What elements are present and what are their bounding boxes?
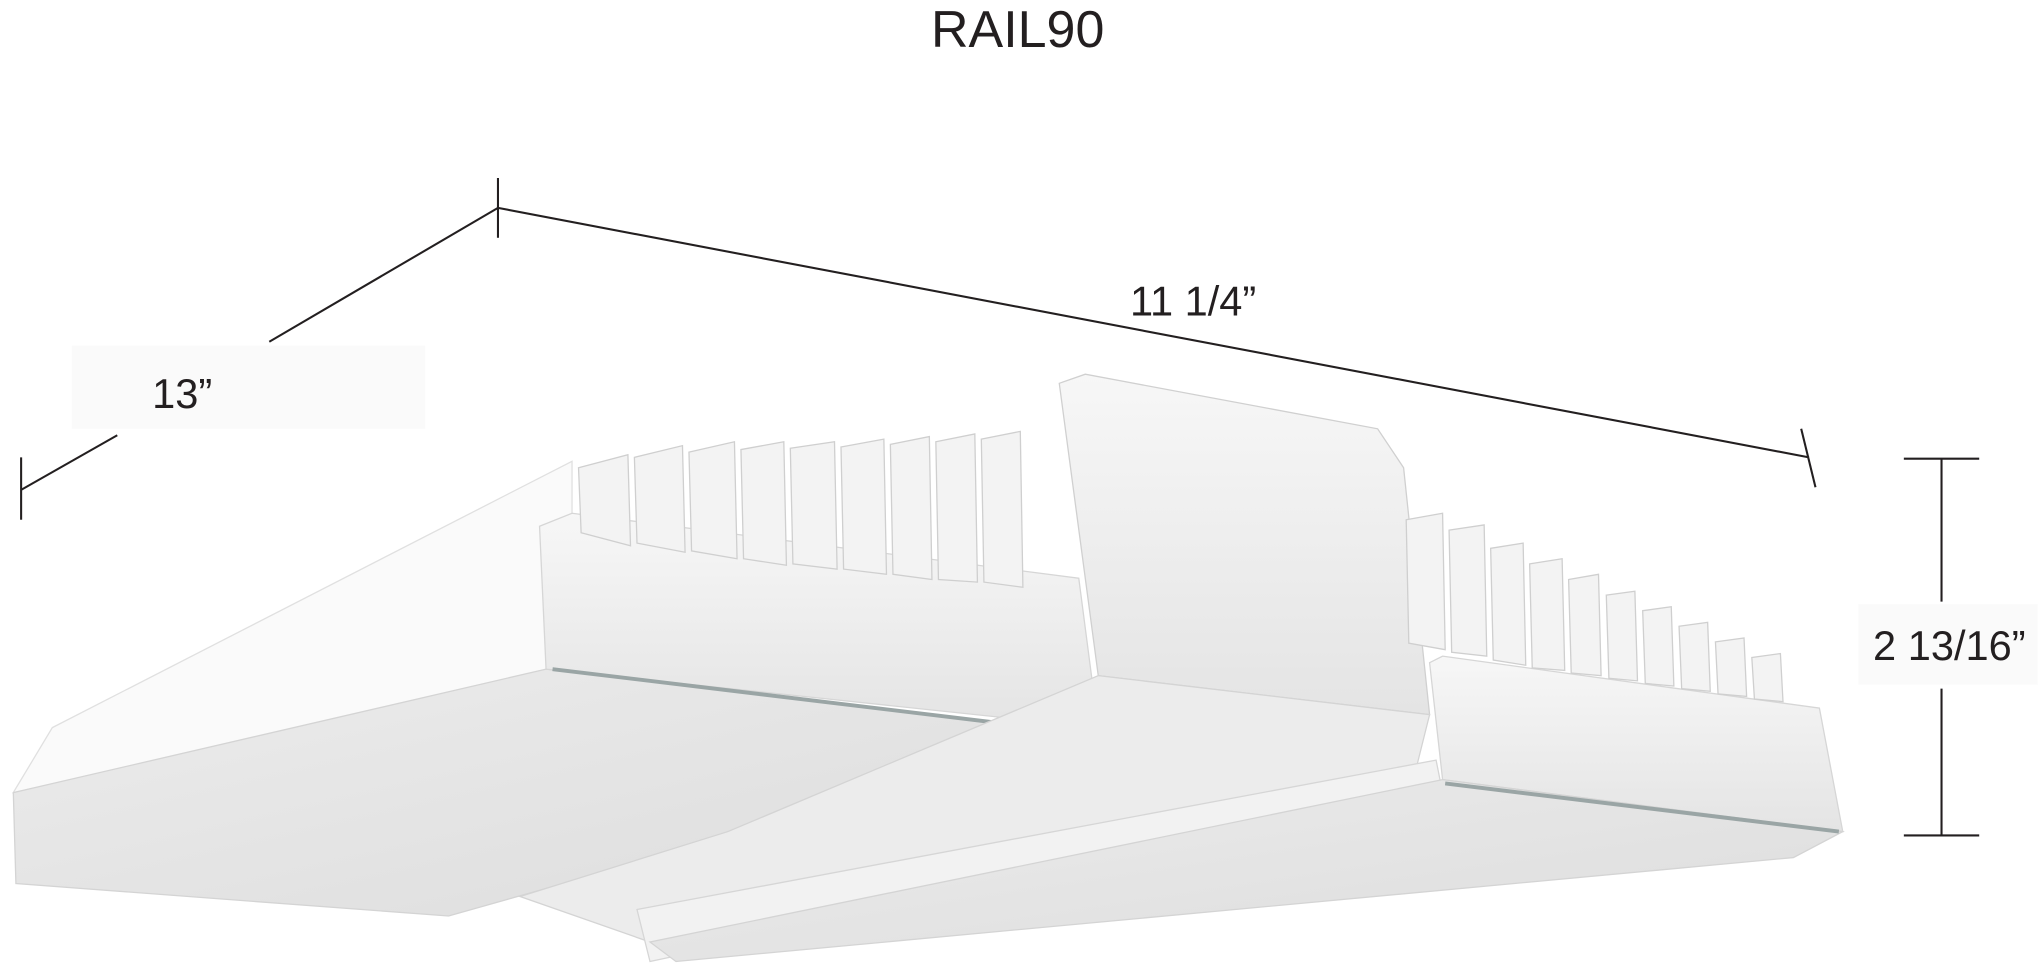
- width-label: 13”: [152, 370, 212, 417]
- width-dimension: 13”: [20, 178, 500, 520]
- product-title: RAIL90: [931, 1, 1104, 59]
- height-label: 2 13/16”: [1873, 622, 2026, 669]
- length-label: 11 1/4”: [1130, 278, 1256, 325]
- height-dimension: 2 13/16”: [1858, 457, 2038, 837]
- fixture-illustration: [11, 373, 1845, 963]
- length-dimension: 11 1/4”: [497, 206, 1817, 488]
